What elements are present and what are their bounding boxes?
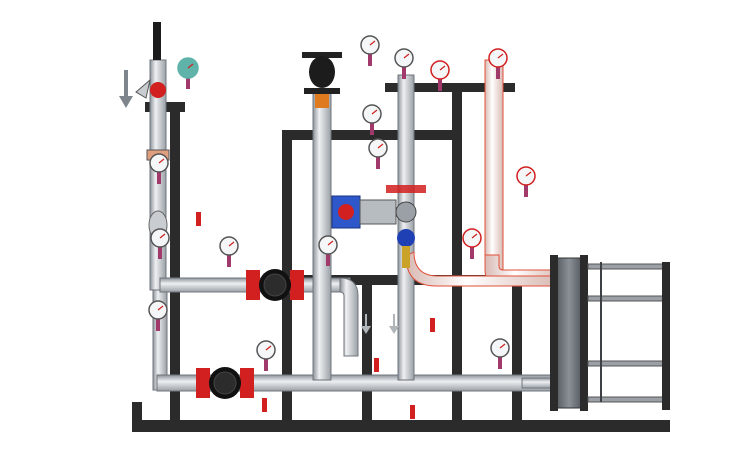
frame-line xyxy=(600,262,602,402)
orange-tag xyxy=(315,94,329,108)
pressure-gauge-icon xyxy=(150,228,170,259)
flow-arrow-icon xyxy=(119,70,133,108)
thermometer-icon xyxy=(196,212,201,226)
control-valve-body xyxy=(397,229,415,247)
hot-supply-pipe xyxy=(405,251,559,287)
instrument-layer xyxy=(148,35,536,419)
elbow-pipe xyxy=(339,277,359,357)
pressure-gauge-icon xyxy=(360,35,380,66)
thermometer-icon xyxy=(374,358,379,372)
thermometer-icon xyxy=(430,318,435,332)
pressure-gauge-icon xyxy=(256,340,276,371)
pressure-gauge-icon xyxy=(490,338,510,369)
pressure-plate xyxy=(580,255,588,411)
thermometer-icon xyxy=(410,405,415,419)
pressure-gauge-icon xyxy=(177,57,199,89)
guide-bar-top xyxy=(587,263,665,270)
brass-fitting xyxy=(402,246,410,268)
plate-heat-exchanger xyxy=(550,255,670,411)
plate-pack xyxy=(555,257,583,409)
filter-handle xyxy=(153,22,161,60)
pressure-gauge-icon xyxy=(430,60,450,91)
tie-bolt-1 xyxy=(587,295,665,302)
center-tall-pipe xyxy=(312,89,332,381)
pressure-gauge-icon xyxy=(362,104,382,135)
butterfly-valve-1 xyxy=(246,269,304,301)
pressure-gauge-icon xyxy=(318,235,338,266)
flow-arrow-icon xyxy=(361,314,371,334)
tie-bolt-2 xyxy=(587,360,665,367)
flow-arrow-icon xyxy=(389,314,399,334)
guide-bar-bottom xyxy=(587,396,665,403)
filter-red-cap xyxy=(150,82,166,98)
circulation-pump xyxy=(331,185,426,268)
pressure-gauge-icon xyxy=(148,300,168,331)
pump-riser-pipe xyxy=(397,74,415,381)
pressure-gauge-icon xyxy=(149,153,169,184)
top-check-valve xyxy=(302,52,342,108)
pump-motor-body xyxy=(359,199,397,225)
pressure-gauge-icon xyxy=(394,48,414,79)
butterfly-valve-2 xyxy=(196,367,254,399)
hot-return-pipe xyxy=(484,59,504,271)
pump-indicator xyxy=(338,204,354,220)
support-column xyxy=(662,262,670,410)
pressure-gauge-icon xyxy=(462,228,482,259)
pressure-gauge-icon xyxy=(219,236,239,267)
thermometer-icon xyxy=(262,398,267,412)
pressure-gauge-icon xyxy=(368,138,388,169)
fixed-plate xyxy=(550,255,558,411)
pressure-gauge-icon xyxy=(488,48,508,79)
pressure-gauge-icon xyxy=(516,166,536,197)
